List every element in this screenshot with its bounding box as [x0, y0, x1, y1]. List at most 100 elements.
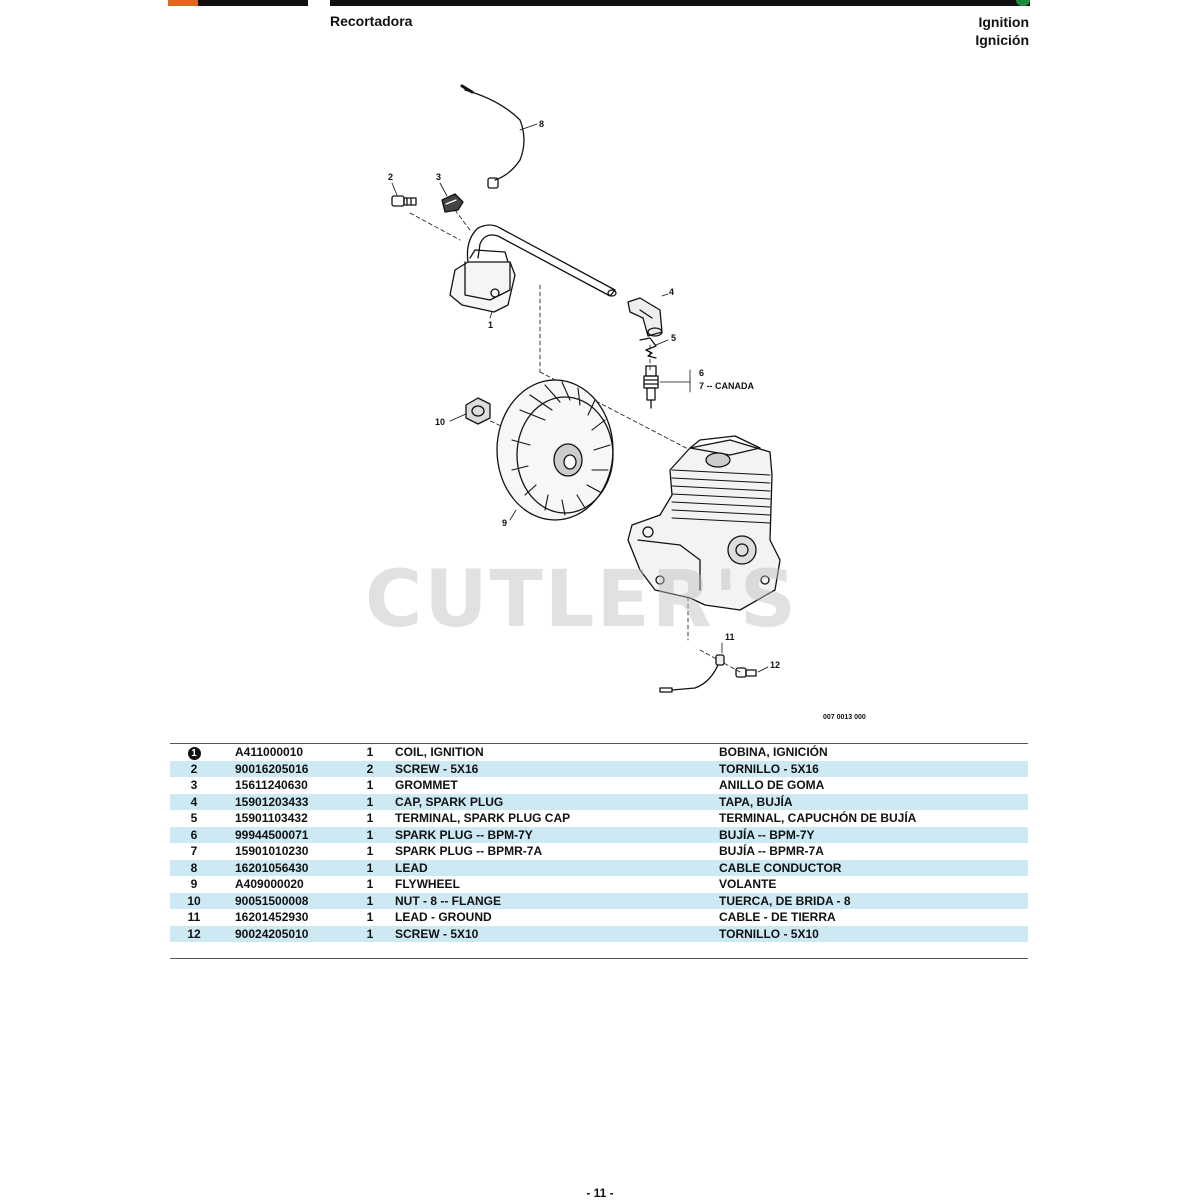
description-en-cell: FLYWHEEL — [395, 877, 460, 892]
callout-5: 5 — [671, 333, 676, 343]
part-number-cell: 15611240630 — [235, 778, 308, 793]
description-en-cell: LEAD — [385, 859, 719, 876]
description-en-cell: SPARK PLUG -- BPM-7Y — [385, 826, 719, 843]
ground-screw-part — [735, 667, 757, 678]
parts-table: 1 A411000010 1 COIL, IGNITION BOBINA, IGNICI… — [170, 744, 1028, 942]
callout-9: 9 — [502, 518, 507, 528]
description-en-cell: SPARK PLUG -- BPMR-7A — [395, 844, 543, 859]
description-en-cell: NUT - 8 -- FLANGE — [385, 892, 719, 909]
description-es-cell: CABLE - DE TIERRA — [719, 910, 836, 925]
description-es-cell: CABLE CONDUCTOR — [719, 859, 1028, 876]
part-ref-cell: 7 — [190, 844, 198, 859]
part-number-cell: 90016205016 — [218, 760, 355, 777]
flywheel-part — [496, 379, 614, 521]
description-es-cell: BOBINA, IGNICIÓN — [719, 745, 828, 760]
product-title: Recortadora — [330, 13, 413, 29]
grommet-part — [441, 193, 464, 213]
page-number: - 11 - — [586, 1186, 614, 1200]
description-en-cell: TERMINAL, SPARK PLUG CAP — [395, 811, 571, 826]
quantity-cell: 1 — [366, 811, 374, 826]
callout-7: 7 -- CANADA — [699, 381, 754, 391]
description-es-cell: TERMINAL, CAPUCHÓN DE BUJÍA — [719, 811, 917, 826]
lead-wire-part — [460, 84, 525, 189]
header-rule-accent — [1016, 0, 1030, 6]
part-ref-cell: 10 — [170, 892, 218, 909]
section-title-es: Ignición — [975, 32, 1029, 48]
callout-12: 12 — [770, 660, 780, 670]
watermark: CUTLER'S — [365, 555, 798, 645]
callout-10: 10 — [435, 417, 445, 427]
part-number-cell: 90024205010 — [218, 925, 355, 942]
callout-3: 3 — [436, 172, 441, 182]
description-es-cell: TAPA, BUJÍA — [719, 793, 1028, 810]
quantity-cell: 1 — [355, 826, 385, 843]
part-ref-badge: 1 — [187, 746, 201, 760]
section-title-en: Ignition — [978, 14, 1029, 30]
section-title: Ignition Ignición — [975, 13, 1029, 49]
part-number-cell: 16201452930 — [235, 910, 309, 925]
description-en-cell: SCREW - 5X10 — [385, 925, 719, 942]
part-number-cell: 15901103432 — [235, 811, 308, 826]
part-ref-cell: 5 — [190, 811, 198, 826]
description-en-cell: CAP, SPARK PLUG — [385, 793, 719, 810]
engine-block — [627, 435, 781, 611]
flange-nut-part — [465, 397, 491, 425]
callout-8: 8 — [539, 119, 544, 129]
part-number-cell: A409000020 — [235, 877, 304, 892]
part-ref-cell: 2 — [170, 760, 218, 777]
header-rule — [330, 0, 1030, 6]
ignition-coil-part — [449, 224, 617, 313]
table-row: 5 15901103432 1 TERMINAL, SPARK PLUG CAP TER… — [170, 810, 1028, 827]
part-ref-cell: 9 — [190, 877, 198, 892]
quantity-cell: 1 — [355, 793, 385, 810]
quantity-cell: 1 — [366, 844, 374, 859]
callout-4: 4 — [669, 287, 674, 297]
part-ref-cell: 1 — [170, 744, 218, 761]
callout-2: 2 — [388, 172, 393, 182]
description-es-cell: ANILLO DE GOMA — [719, 778, 825, 793]
description-es-cell: TORNILLO - 5X10 — [719, 925, 1028, 942]
description-en-cell: COIL, IGNITION — [395, 745, 484, 760]
part-number-cell: A411000010 — [235, 745, 304, 760]
part-ref-cell: 8 — [170, 859, 218, 876]
brand-logo-accent — [168, 0, 198, 6]
spark-plug-cap-part — [627, 297, 663, 337]
callout-11: 11 — [725, 632, 735, 642]
quantity-cell: 1 — [366, 778, 374, 793]
quantity-cell: 1 — [355, 925, 385, 942]
part-ref-cell: 4 — [170, 793, 218, 810]
part-ref-cell: 12 — [170, 925, 218, 942]
part-ref-cell: 3 — [190, 778, 198, 793]
callout-6: 6 — [699, 368, 704, 378]
description-es-cell: BUJÍA -- BPM-7Y — [719, 826, 1028, 843]
brand-logo-fragment — [168, 0, 308, 6]
quantity-cell: 2 — [355, 760, 385, 777]
quantity-cell: 1 — [366, 877, 374, 892]
quantity-cell: 1 — [355, 859, 385, 876]
table-top-rule — [170, 743, 1028, 744]
description-es-cell: TUERCA, DE BRIDA - 8 — [719, 892, 1028, 909]
quantity-cell: 1 — [355, 892, 385, 909]
description-en-cell: SCREW - 5X16 — [385, 760, 719, 777]
description-en-cell: LEAD - GROUND — [395, 910, 492, 925]
part-number-cell: 15901203433 — [218, 793, 355, 810]
description-es-cell: VOLANTE — [719, 877, 777, 892]
parts-table-body: 1 A411000010 1 COIL, IGNITION BOBINA, IGNICI… — [170, 744, 1028, 942]
coil-screw-part — [391, 195, 417, 207]
spark-plug-terminal-part — [639, 337, 657, 359]
spark-plug-part — [643, 365, 659, 409]
description-es-cell: TORNILLO - 5X16 — [719, 760, 1028, 777]
exploded-parts-diagram: 8 2 3 1 4 5 6 7 -- CANADA 10 9 11 12 007… — [388, 84, 866, 721]
table-bottom-rule — [170, 958, 1028, 959]
ground-lead-part — [659, 654, 725, 693]
part-number-cell: 99944500071 — [218, 826, 355, 843]
quantity-cell: 1 — [366, 910, 374, 925]
